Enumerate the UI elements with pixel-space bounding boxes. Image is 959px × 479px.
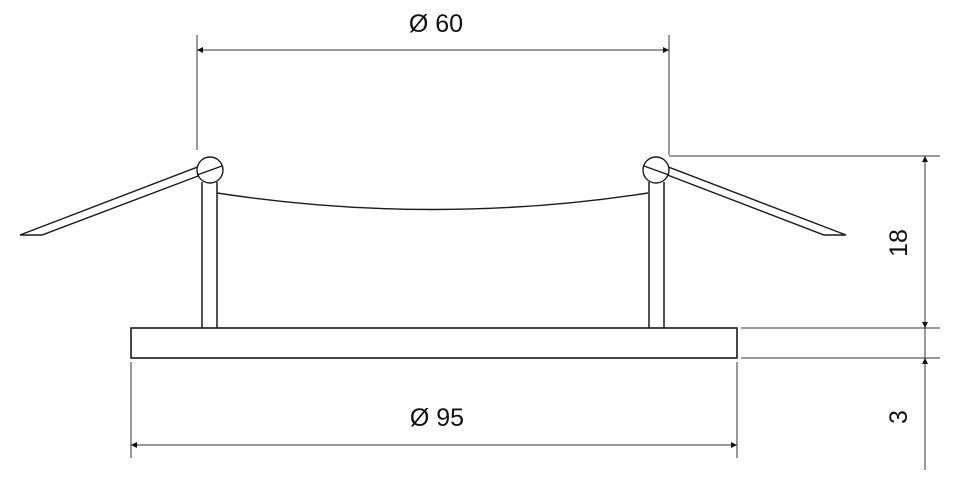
inner-diameter-label: Ø 60 xyxy=(409,10,463,38)
flange-thickness-label: 3 xyxy=(885,410,913,424)
dimension-flange-thickness: 3 xyxy=(885,328,928,470)
dimension-height: 18 xyxy=(885,156,928,328)
right-spring-clip xyxy=(642,156,847,236)
right-post xyxy=(648,182,665,328)
spring-wire-curve xyxy=(216,192,649,211)
left-post xyxy=(201,182,218,328)
height-label: 18 xyxy=(885,229,913,257)
outer-diameter-label: Ø 95 xyxy=(410,404,464,432)
flange xyxy=(130,327,738,359)
dimension-inner-diameter: Ø 60 xyxy=(196,10,670,155)
left-spring-clip xyxy=(19,156,224,236)
dimension-outer-diameter: Ø 95 xyxy=(130,362,738,458)
